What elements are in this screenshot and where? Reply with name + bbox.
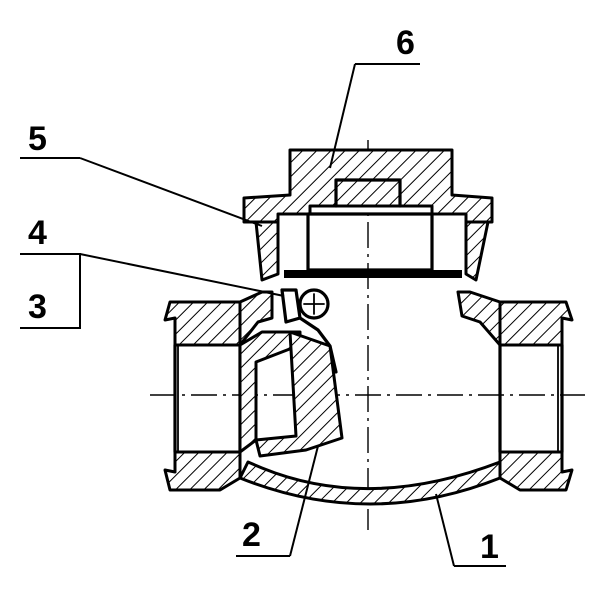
gasket-ring (284, 270, 462, 278)
cap-inner-block (306, 212, 434, 272)
bottom-wall (238, 460, 502, 506)
label-3: 3 (28, 288, 47, 326)
label-4: 4 (28, 214, 47, 252)
part-numbers: 6 5 4 3 2 1 (28, 24, 499, 566)
valve-body (163, 290, 574, 506)
disc-flap (254, 330, 344, 458)
cap-body (242, 148, 494, 224)
label-2: 2 (242, 516, 261, 554)
leader-lines (20, 63, 506, 567)
leader-6 (329, 63, 356, 169)
pin-boss (298, 288, 330, 320)
pin-cross (303, 293, 325, 315)
bonnet-cap (242, 148, 494, 282)
label-6: 6 (396, 24, 415, 62)
cap-left-skirt (254, 220, 280, 282)
cap-right-skirt (464, 220, 490, 282)
cap-boss (334, 178, 402, 208)
label-5: 5 (28, 120, 47, 158)
leader-5 (79, 157, 263, 227)
seat-ring (238, 330, 302, 454)
gasket (284, 270, 462, 278)
flap-disc (254, 330, 344, 458)
leader-2 (289, 445, 319, 557)
left-port-bottom-wall (163, 450, 242, 492)
leader-4 (79, 253, 285, 297)
right-neck-wall (456, 290, 502, 347)
leader-1 (435, 493, 455, 567)
arm-body (280, 288, 302, 324)
right-port-bottom-wall (498, 450, 574, 492)
leader-3-4-bracket (20, 253, 81, 329)
hinge-pin (298, 288, 330, 320)
label-1: 1 (480, 528, 499, 566)
right-port-top-wall (498, 300, 574, 347)
left-port-top-wall (163, 300, 242, 347)
